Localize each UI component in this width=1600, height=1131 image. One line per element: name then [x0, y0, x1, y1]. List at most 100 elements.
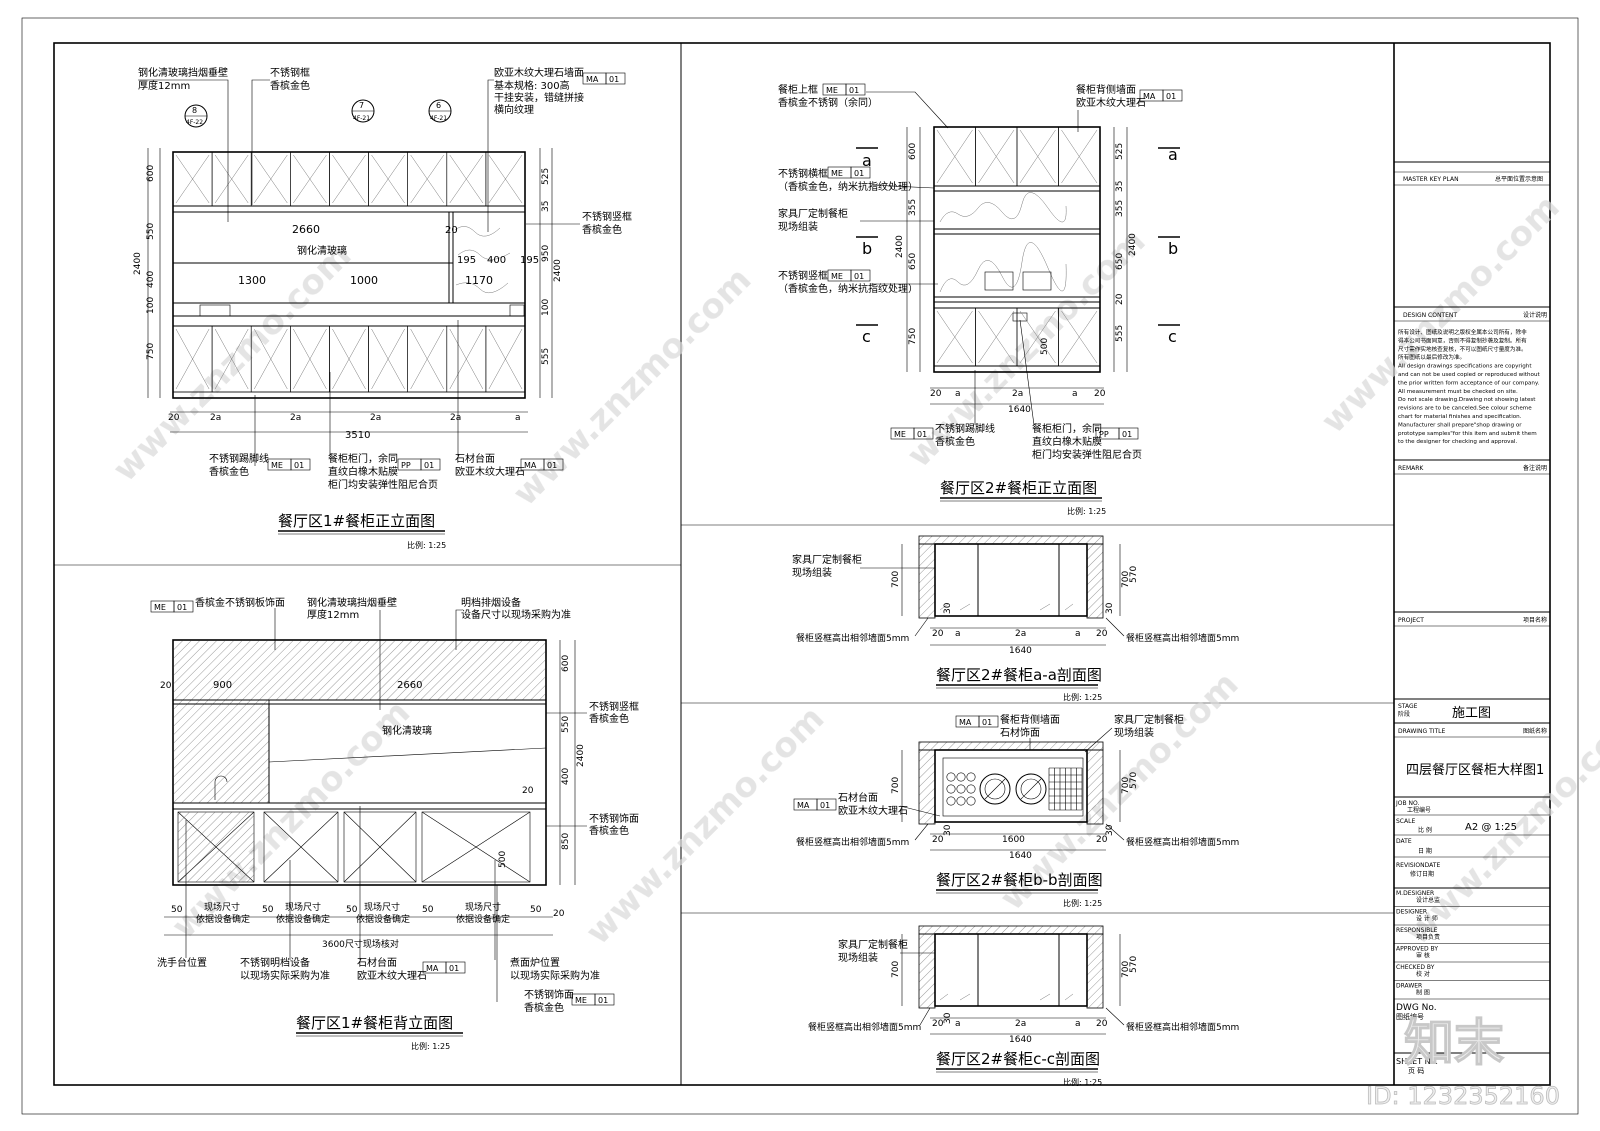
svg-text:家具厂定制餐柜: 家具厂定制餐柜: [838, 938, 908, 951]
svg-text:香槟金不锈钢板饰面: 香槟金不锈钢板饰面: [195, 596, 285, 609]
svg-text:洗手台位置: 洗手台位置: [157, 956, 207, 969]
svg-text:01: 01: [917, 430, 927, 439]
svg-text:650: 650: [908, 253, 918, 270]
section-c-dims: 700 700 570 30 20 a 2a a 20 1640 家具厂定制餐柜…: [808, 934, 1239, 1045]
svg-text:20: 20: [932, 629, 944, 639]
svg-text:c: c: [1168, 327, 1177, 346]
svg-text:厚度12mm: 厚度12mm: [138, 79, 190, 92]
svg-text:20: 20: [553, 909, 565, 919]
svg-text:20: 20: [522, 786, 534, 796]
svg-text:a: a: [1075, 629, 1081, 639]
svg-text:施工图: 施工图: [1452, 706, 1491, 721]
signature-role-cn: 审 核: [1416, 952, 1430, 960]
svg-text:a: a: [955, 629, 961, 639]
svg-text:01: 01: [820, 801, 830, 810]
svg-text:MASTER KEY PLAN: MASTER KEY PLAN: [1403, 176, 1459, 183]
svg-text:阶段: 阶段: [1398, 710, 1410, 718]
svg-text:比例: 1:25: 比例: 1:25: [407, 540, 446, 550]
svg-text:2a: 2a: [370, 413, 381, 423]
front1-notes: 钢化清玻璃挡烟垂壁 厚度12mm 不锈钢框 香槟金色 欧亚木纹大理石墙面 基本规…: [138, 66, 632, 491]
svg-text:2660: 2660: [292, 223, 320, 236]
svg-text:30: 30: [1105, 602, 1115, 614]
svg-text:700: 700: [1121, 571, 1131, 588]
signature-role: CHECKED BY: [1396, 964, 1435, 971]
svg-text:01: 01: [177, 603, 187, 612]
back1-notes: ME 01 香槟金不锈钢板饰面 钢化清玻璃挡烟垂壁 厚度12mm 明档排烟设备 …: [150, 596, 639, 1014]
svg-text:钢化清玻璃挡烟垂壁: 钢化清玻璃挡烟垂壁: [307, 596, 397, 609]
svg-text:餐柜上框: 餐柜上框: [778, 83, 818, 96]
svg-text:干挂安装，错缝拼接: 干挂安装，错缝拼接: [494, 91, 584, 104]
svg-text:MA: MA: [797, 801, 810, 810]
svg-text:8: 8: [192, 106, 197, 115]
section-a-dims: 700 700 570 30 30 20 a 2a a 20 1640 家具厂定…: [792, 544, 1239, 656]
svg-text:01: 01: [1166, 92, 1176, 101]
svg-text:不锈钢框: 不锈钢框: [270, 66, 310, 79]
svg-text:50: 50: [171, 905, 183, 915]
svg-text:20: 20: [1096, 835, 1108, 845]
svg-text:依据设备确定: 依据设备确定: [276, 913, 330, 925]
signature-role-cn: 设计总监: [1416, 896, 1440, 904]
svg-text:20: 20: [932, 835, 944, 845]
design-text-line: chart for material finishes and specific…: [1398, 414, 1522, 420]
design-text-line: 得本公司书面同意，否则不得复制抄袭及复制。所有: [1398, 336, 1527, 344]
svg-text:横向纹理: 横向纹理: [494, 103, 534, 116]
svg-text:7: 7: [359, 101, 364, 110]
svg-text:JOB NO.: JOB NO.: [1395, 800, 1419, 807]
svg-text:570: 570: [1129, 566, 1139, 583]
svg-text:钢化清玻璃挡烟垂壁: 钢化清玻璃挡烟垂壁: [138, 66, 228, 79]
svg-text:900: 900: [213, 680, 232, 691]
svg-text:4F-21: 4F-21: [353, 115, 370, 122]
svg-text:REMARK: REMARK: [1398, 465, 1424, 472]
svg-text:700: 700: [891, 961, 901, 978]
svg-text:355: 355: [908, 199, 918, 216]
front1-dims: 600 550 400 100 750 2400 525 35 950 100 …: [133, 148, 563, 441]
svg-text:20: 20: [168, 413, 180, 423]
outer-frame: [21, 17, 1579, 1115]
svg-text:MA: MA: [426, 964, 439, 973]
svg-text:欧亚木纹大理石: 欧亚木纹大理石: [1076, 96, 1146, 109]
svg-text:香槟金色: 香槟金色: [270, 79, 310, 92]
svg-text:6: 6: [436, 101, 441, 110]
svg-text:4F-22: 4F-22: [186, 119, 203, 126]
svg-text:50: 50: [346, 905, 358, 915]
svg-text:400: 400: [487, 255, 506, 266]
svg-text:（香槟金色，纳米抗指纹处理）: （香槟金色，纳米抗指纹处理）: [778, 282, 918, 295]
svg-text:50: 50: [422, 905, 434, 915]
svg-text:餐柜背侧墙面: 餐柜背侧墙面: [1076, 83, 1136, 96]
signature-role: M.DESIGNER: [1396, 890, 1434, 897]
svg-text:20: 20: [445, 225, 458, 236]
svg-text:页 码: 页 码: [1408, 1067, 1424, 1075]
design-text-line: and can not be used copied or reproduced…: [1398, 372, 1540, 378]
svg-text:餐厅区1#餐柜正立面图: 餐厅区1#餐柜正立面图: [278, 512, 435, 530]
front1-title: 餐厅区1#餐柜正立面图 比例: 1:25: [278, 512, 446, 550]
svg-text:不锈钢饰面: 不锈钢饰面: [589, 812, 639, 825]
design-text-line: the prior written form acceptance of our…: [1398, 380, 1539, 386]
svg-text:a: a: [515, 413, 521, 423]
svg-text:香槟金色: 香槟金色: [935, 435, 975, 448]
design-text-line: 所有设计、图纸及说明之版权全属本公司所有，除非: [1398, 328, 1527, 336]
signature-role-cn: 设 计 师: [1416, 915, 1438, 923]
design-text-line: Do not scale drawing.Drawing not showing…: [1398, 397, 1536, 403]
svg-text:钢化清玻璃: 钢化清玻璃: [382, 724, 432, 737]
svg-text:柜门均安装弹性阻尼合页: 柜门均安装弹性阻尼合页: [328, 478, 438, 491]
front1-section-markers: 8 4F-22 7 4F-21 6 4F-21: [184, 99, 452, 128]
svg-text:家具厂定制餐柜: 家具厂定制餐柜: [778, 207, 848, 220]
svg-text:比 例: 比 例: [1418, 826, 1432, 834]
svg-text:MA: MA: [586, 75, 599, 84]
svg-text:现场尺寸: 现场尺寸: [204, 901, 240, 913]
svg-text:2400: 2400: [553, 259, 563, 282]
svg-text:525: 525: [541, 168, 551, 185]
svg-text:REVISIONDATE: REVISIONDATE: [1396, 862, 1440, 869]
svg-text:700: 700: [891, 571, 901, 588]
svg-text:2a: 2a: [1012, 389, 1023, 399]
svg-text:400: 400: [561, 768, 571, 785]
svg-text:2a: 2a: [1015, 1019, 1026, 1029]
svg-text:比例: 1:25: 比例: 1:25: [1063, 692, 1102, 702]
svg-text:图纸编号: 图纸编号: [1396, 1012, 1424, 1021]
svg-text:750: 750: [908, 328, 918, 345]
svg-text:01: 01: [598, 996, 608, 1005]
svg-text:570: 570: [1129, 956, 1139, 973]
svg-text:图纸名称: 图纸名称: [1523, 727, 1547, 735]
svg-text:www.znzmo.com: www.znzmo.com: [105, 236, 359, 490]
svg-text:餐柜竖框高出相邻墙面5mm: 餐柜竖框高出相邻墙面5mm: [796, 836, 909, 848]
